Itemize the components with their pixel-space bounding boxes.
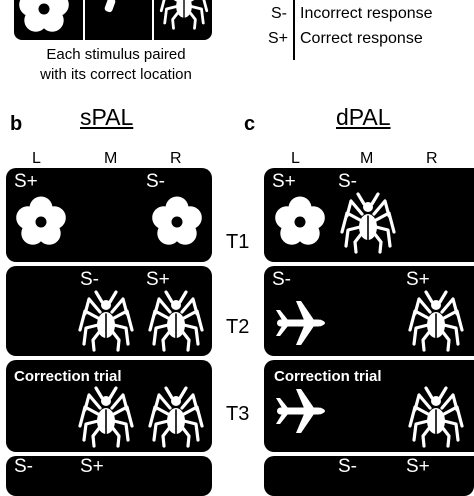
airplane-icon: [272, 386, 332, 436]
section-c-title: dPAL: [336, 104, 391, 130]
spider-icon: [338, 190, 398, 254]
section-b-letter: b: [10, 113, 23, 135]
caption-line-1: Each stimulus paired: [46, 46, 186, 63]
s-minus-label: S-: [14, 456, 33, 477]
top-stimulus-panel: [14, 0, 212, 40]
stimulus-icon: [103, 0, 117, 13]
spal-t1-panel: S+ S-: [6, 168, 212, 262]
section-b-title: sPAL: [80, 104, 134, 130]
spider-icon: [76, 384, 136, 448]
divider: [83, 0, 85, 40]
dpal-t3-panel: Correction trial: [264, 360, 474, 452]
legend-divider: [293, 0, 295, 60]
s-minus-label: S-: [338, 456, 357, 477]
spal-t2-panel: S- S+: [6, 266, 212, 356]
spal-t3-panel: Correction trial: [6, 360, 212, 452]
location-left-spal: L: [32, 150, 41, 167]
trial-label-t1: T1: [226, 231, 250, 253]
spal-t4-panel: S- S+: [6, 456, 212, 496]
dpal-t2-panel: S- S+: [264, 266, 474, 356]
location-middle-spal: M: [104, 150, 118, 167]
s-plus-label: S+: [80, 456, 104, 477]
location-right-dpal: R: [426, 150, 438, 167]
trial-label-t3: T3: [226, 403, 250, 425]
s-plus-label: S+: [406, 456, 430, 477]
s-plus-label: S+: [272, 171, 296, 192]
spider-icon: [156, 0, 212, 30]
spider-icon: [406, 288, 466, 352]
trial-label-t2: T2: [226, 316, 250, 338]
s-plus-label: S+: [406, 269, 430, 290]
legend-code-s-minus: S-: [271, 5, 287, 22]
s-minus-label: S-: [272, 269, 291, 290]
s-minus-label: S-: [146, 171, 165, 192]
s-plus-label: S+: [14, 171, 38, 192]
correction-trial-label: Correction trial: [274, 368, 382, 385]
airplane-icon: [272, 298, 332, 348]
s-minus-label: S-: [80, 269, 99, 290]
dpal-t4-panel: S- S+: [264, 456, 474, 496]
location-middle-dpal: M: [360, 150, 374, 167]
correction-trial-label: Correction trial: [14, 368, 122, 385]
location-left-dpal: L: [291, 150, 300, 167]
flower-icon: [11, 192, 71, 252]
flower-icon: [14, 0, 74, 34]
s-plus-label: S+: [146, 269, 170, 290]
legend-text-correct: Correct response: [300, 30, 423, 47]
legend-code-s-plus: S+: [268, 30, 289, 47]
section-c-letter: c: [244, 113, 256, 135]
dpal-t1-panel: S+ S-: [264, 168, 474, 262]
spider-icon: [146, 384, 206, 448]
divider: [152, 0, 154, 40]
spider-icon: [76, 288, 136, 352]
spider-icon: [406, 384, 466, 448]
spider-icon: [146, 288, 206, 352]
location-right-spal: R: [170, 150, 182, 167]
caption-line-2: with its correct location: [40, 66, 192, 83]
flower-icon: [270, 192, 330, 252]
s-minus-label: S-: [338, 171, 357, 192]
flower-icon: [147, 192, 207, 252]
legend-text-incorrect: Incorrect response: [300, 5, 433, 22]
